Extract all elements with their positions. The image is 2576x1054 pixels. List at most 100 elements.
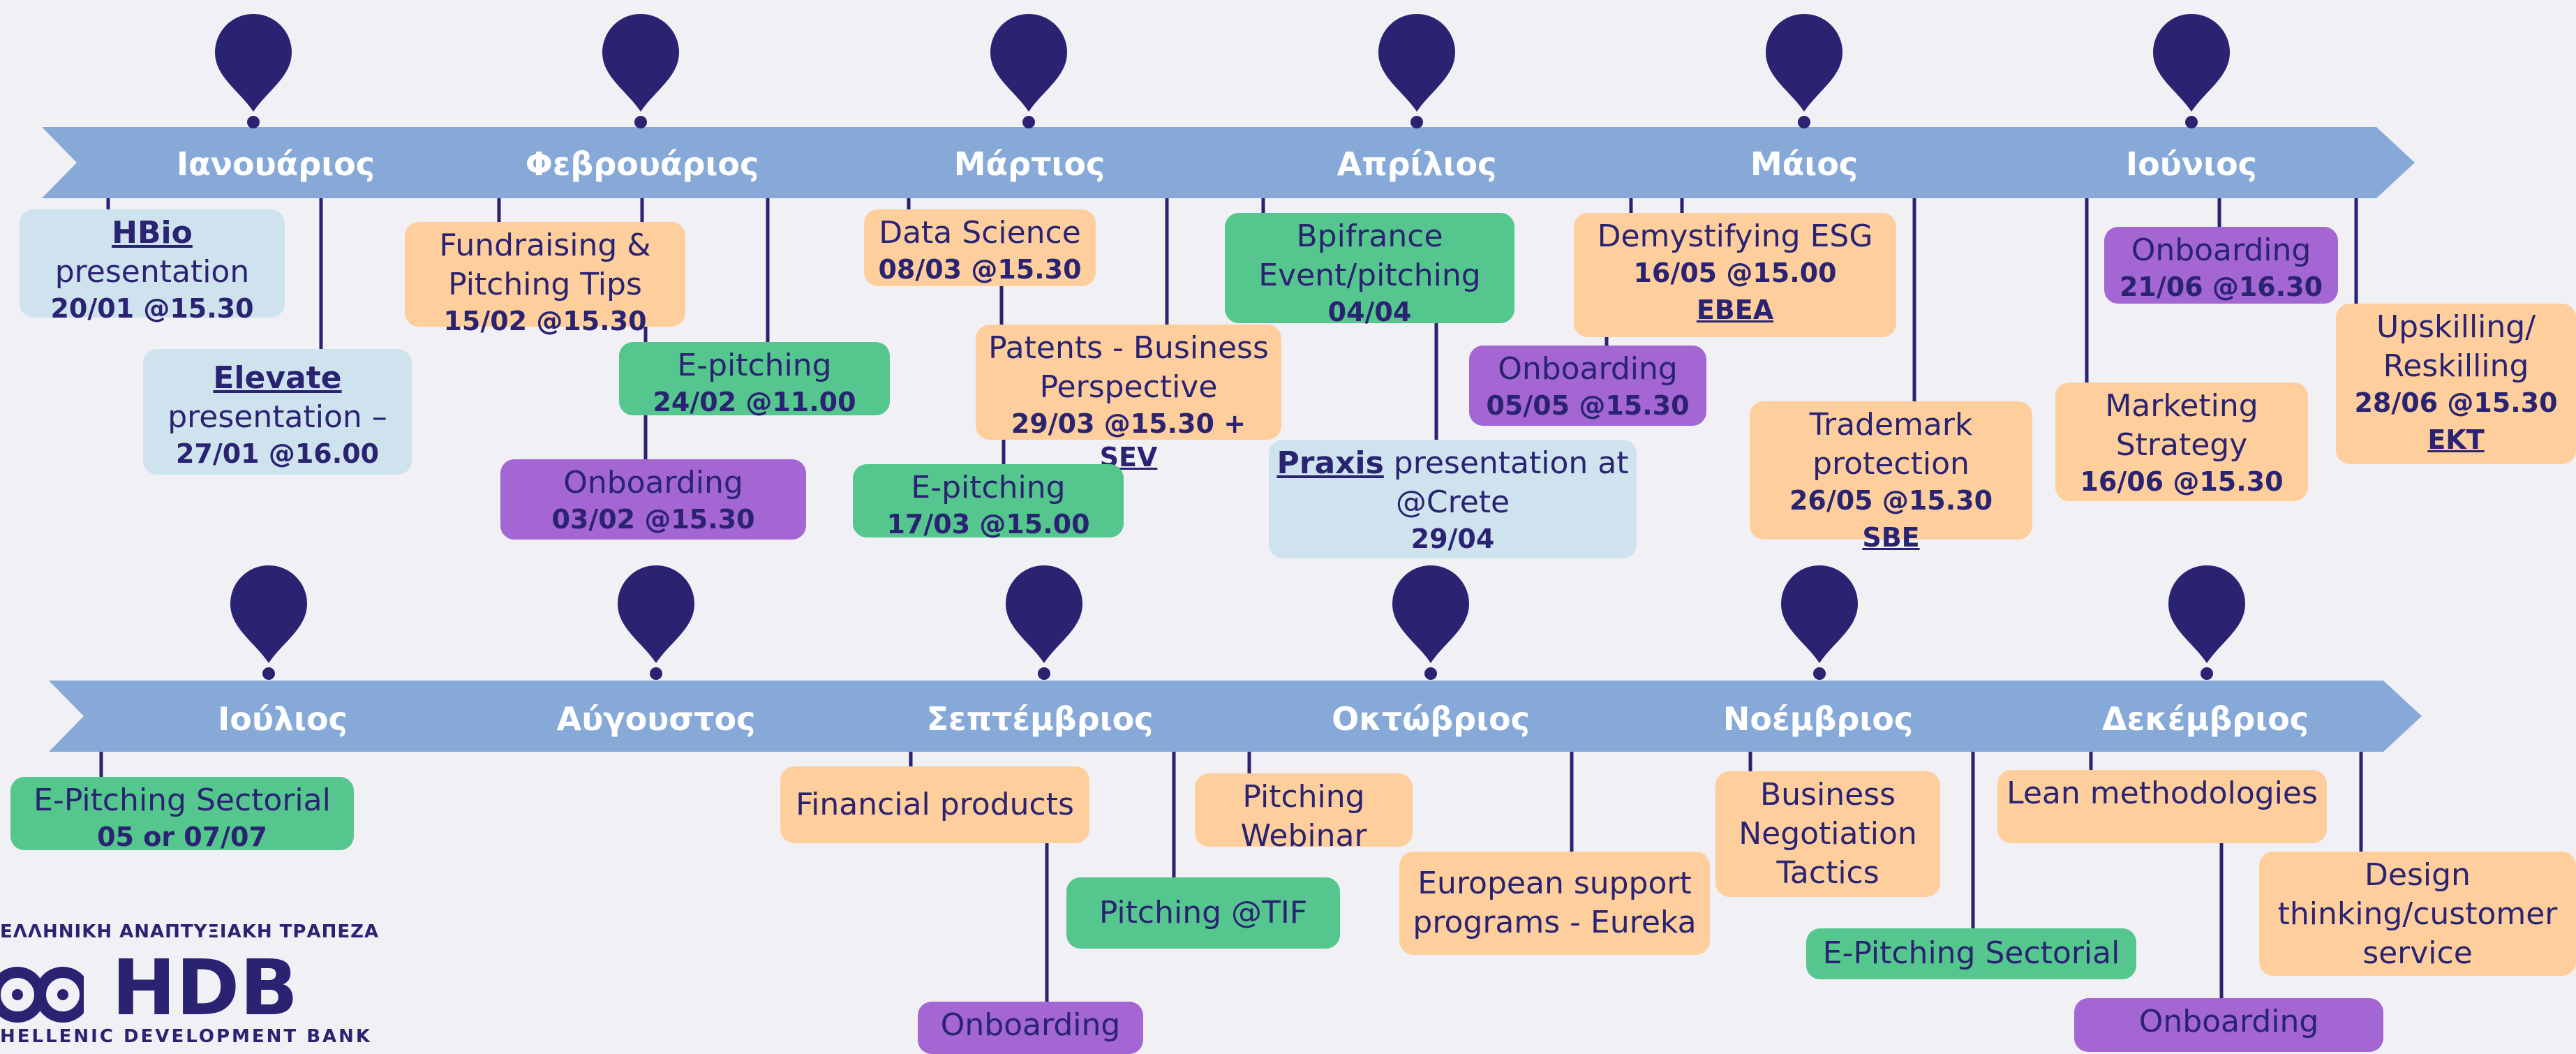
event-title: Onboarding [940,1007,1121,1043]
event-title: Design thinking/customer service [2277,857,2558,971]
event-pitching-tif: Pitching @TIF [1066,877,1340,949]
event-lean: Lean methodologies [1997,770,2327,843]
location-pin-icon [618,565,694,663]
event-epitching-feb: E-pitching 24/02 @11.00 [619,342,890,417]
pin-dot [1022,116,1035,128]
event-esg: Demystifying ESG 16/05 @15.00 EBEA [1574,213,1896,337]
event-title: Data Science [879,215,1081,251]
event-onboarding-feb: Onboarding 03/02 @15.30 [500,459,806,540]
event-title: Bpifrance Event/pitching [1258,218,1481,293]
location-pin-icon [1006,565,1082,663]
event-date: 03/02 @15.30 [551,504,755,535]
location-pin-icon [1766,14,1842,112]
event-upskilling: Upskilling/ Reskilling 28/06 @15.30 EKT [2336,304,2576,464]
event-financial-products: Financial products [780,766,1089,843]
event-trademark: Trademark protection 26/05 @15.30 SBE [1750,401,2032,553]
pin-dot [1038,667,1050,680]
event-title: Fundraising & Pitching Tips [439,228,651,302]
timeline-segment-row2 [1211,681,1647,752]
pin-dot [262,667,275,680]
month-label: Δεκέμβριος [2102,700,2309,738]
timeline-segment-row1 [429,127,865,198]
event-date: 29/03 @15.30 + SEV [1011,408,1246,473]
event-onboarding-may: Onboarding 05/05 @15.30 [1469,346,1706,426]
month-label: Νοέμβριος [1722,700,1914,738]
event-title: Patents - Business Perspective [988,330,1269,405]
event-title: Onboarding [2131,232,2311,268]
pin-dot [634,116,647,128]
timeline-segment-row1 [42,127,478,198]
pin-dot [1410,116,1423,128]
event-date: 16/06 @15.30 [2080,466,2284,497]
event-title: Lean methodologies [2007,775,2318,811]
location-pin-icon [2153,14,2230,112]
pin-dot [650,667,662,680]
timeline-segment-row1 [1591,127,2027,198]
event-hbio: HBio presentation 20/01 @15.30 [20,209,285,324]
event-business-negotiation: Business Negotiation Tactics [1715,771,1940,897]
event-title: Pitching Webinar [1240,779,1367,854]
hdb-logo: ΕΛΛΗΝΙΚΗ ΑΝΑΠΤΥΞΙΑΚΗ ΤΡΑΠΕΖΑ HDB HELLENI… [0,907,378,1052]
event-link[interactable]: HBio [112,215,193,251]
event-title: European support programs - Eureka [1413,866,1697,940]
event-date: 21/06 @16.30 [2119,272,2323,302]
timeline-segment-row2 [436,681,872,752]
event-onboarding-jun: Onboarding 21/06 @16.30 [2104,227,2338,304]
logo-mark-icon [0,967,84,1023]
event-title: presentation at @Crete [1383,445,1629,520]
month-label: Αύγουστος [556,700,756,738]
pin-dot [2185,116,2198,128]
event-title: presentation – [167,399,387,435]
event-date: 29/04 [1410,524,1495,554]
location-pin-icon [2168,565,2245,663]
timeline-segment-row2 [824,681,1260,752]
event-epitching-sectorial-nov: E-Pitching Sectorial [1806,928,2136,979]
event-title: Pitching @TIF [1099,895,1308,930]
event-data-science: Data Science 08/03 @15.30 [864,209,1096,286]
pin-dot [1798,116,1810,128]
timeline-segment-row2 [49,681,485,752]
event-praxis: Praxis presentation at @Crete 29/04 [1269,440,1637,558]
event-link[interactable]: SBE [1862,522,1920,553]
event-epitching-mar: E-pitching 17/03 @15.00 [853,464,1124,540]
timeline-segment-row2 [1598,681,2034,752]
event-date: 04/04 [1327,297,1412,327]
logo-top-text: ΕΛΛΗΝΙΚΗ ΑΝΑΠΤΥΞΙΑΚΗ ΤΡΑΠΕΖΑ [0,921,380,942]
location-pin-icon [1781,565,1858,663]
month-label: Οκτώβριος [1332,700,1530,738]
event-date: 16/05 @15.00 [1633,258,1837,288]
timeline-segment-row1 [1979,127,2415,198]
event-title: Demystifying ESG [1597,218,1873,254]
event-onboarding-sep: Onboarding [918,1002,1143,1054]
event-fundraising: Fundraising & Pitching Tips 15/02 @15.30 [405,222,685,336]
event-title: Trademark protection [1809,407,1973,482]
event-date: 24/02 @11.00 [653,387,856,417]
event-epitching-sectorial-jul: E-Pitching Sectorial 05 or 07/07 [10,777,354,852]
pin-dot [247,116,260,128]
event-date: 08/03 @15.30 [878,254,1082,285]
month-label: Μάρτιος [953,145,1105,183]
event-title: E-Pitching Sectorial [33,782,331,818]
event-link[interactable]: EKT [2427,424,2485,455]
month-label: Ιούνιος [2126,145,2257,183]
timeline-segment-row2 [1986,681,2422,752]
event-link[interactable]: EBEA [1696,295,1774,325]
event-link[interactable]: Elevate [213,360,342,396]
event-link[interactable]: Praxis [1276,445,1384,481]
event-title: Onboarding [563,465,743,500]
event-title: Upskilling/ Reskilling [2376,309,2536,384]
location-pin-icon [1378,14,1455,112]
month-label: Ιούλιος [218,700,348,738]
event-title: E-Pitching Sectorial [1822,935,2120,971]
location-pin-icon [1392,565,1469,663]
event-date: 05/05 @15.30 [1486,390,1690,421]
event-date: 05 or 07/07 [97,822,267,852]
event-title: E-pitching [911,470,1066,505]
event-date: 27/01 @16.00 [175,438,380,469]
event-date: 15/02 @15.30 [443,306,647,336]
month-label: Απρίλιος [1337,145,1497,183]
event-design-thinking: Design thinking/customer service [2259,852,2576,976]
month-label: Μάιος [1750,145,1859,183]
location-pin-icon [602,14,679,112]
event-title: Onboarding [1498,351,1678,387]
